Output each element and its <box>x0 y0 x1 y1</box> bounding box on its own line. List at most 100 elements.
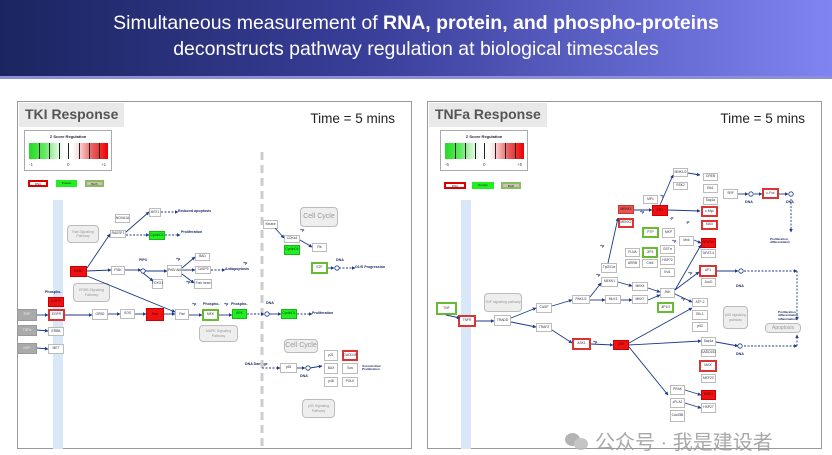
gene-node-grb2: GRB2 <box>92 309 108 320</box>
annotation-dna: DNA <box>336 258 344 262</box>
gene-node-flna: FLNA <box>625 248 640 257</box>
gene-node-elk1: Elk1 <box>703 184 718 193</box>
gene-node-jip3: JIP3 <box>642 247 658 258</box>
annotation-p: +p <box>176 257 181 261</box>
gene-node-p21: p21 <box>324 350 338 361</box>
pathway-box-p53-signaling-pathway: p53 Signaling Pathway <box>302 399 335 418</box>
gene-node-casp: CASP <box>536 303 552 313</box>
gene-node-hsp72: HSP72 <box>660 256 675 265</box>
gene-node-mek: MEK <box>202 309 219 321</box>
gene-node-gadd153: GADD153 <box>701 349 716 357</box>
gene-node-erbb2: ErbB2 <box>70 266 87 277</box>
legend-tag-rna: RNA <box>28 180 48 187</box>
pathway-box-mapk-signaling-pathway: MAPK Signaling Pathway <box>199 325 238 342</box>
gene-node-p53: p53 <box>692 322 708 332</box>
annotation-phospho: Phospho- <box>203 302 220 306</box>
title-emphasis: RNA, protein, and phospho-proteins <box>383 12 719 34</box>
gene-node-nfatc2: NFATc2 <box>701 238 716 248</box>
gene-node-jnk: JNK <box>660 288 675 298</box>
annotation-proliferation-differentiation-inflammation: Proliferation, differentiation, inflamma… <box>778 310 799 321</box>
legend-min: -5 <box>445 162 450 167</box>
gene-node-arrb: ARRB <box>625 259 640 268</box>
gene-node-mp1: MP1 <box>643 195 658 204</box>
legend-title: Z Score Regulation <box>49 134 87 139</box>
annotation-dna: DNA <box>300 374 308 378</box>
gene-node-mekk1: MEKK1 <box>618 205 634 214</box>
annotation-p: +p <box>660 194 665 198</box>
gene-node-sos: SOS <box>120 309 135 319</box>
gene-node-rassf1: RASSF1 <box>110 230 126 238</box>
annotation-uncontrolled-proliferation: Uncontrolled Proliferation <box>362 364 381 372</box>
gene-node-ras: Ras <box>146 308 164 321</box>
gene-node-prak: PRAK <box>670 385 685 395</box>
gene-node-noxa1a: NOXA1A <box>115 214 130 223</box>
gene-node-cyclind1: CyclinD1 <box>149 231 165 240</box>
gene-node-rb: Rb <box>312 243 327 252</box>
gene-node-nfat-4: NFAT-4 <box>701 249 716 258</box>
gene-node-creb: CREB <box>703 173 718 181</box>
gene-node-max: MAX <box>701 220 718 230</box>
annotation-proliferation: Proliferation <box>181 230 203 234</box>
gene-node-erk: ERK <box>652 205 668 216</box>
gene-node-tnf: TNF <box>436 302 457 315</box>
gene-node-met: MET <box>48 344 64 354</box>
gene-node-cyclind1: CyclinD1 <box>281 309 297 319</box>
pathway-box-cell-cycle: Cell Cycle <box>300 207 338 227</box>
annotation-dna: DNA <box>736 284 744 288</box>
legend-gradient <box>445 143 524 159</box>
annotation-p: +p <box>593 340 598 344</box>
gene-node-pi3k: PI3K <box>111 266 125 275</box>
gene-node-jund: JunD <box>701 278 716 287</box>
pathway-box-apoptosis: Apoptosis <box>765 323 801 333</box>
gene-node-mekk1: MEKK1 <box>601 277 618 287</box>
gene-node-rsk2: RSK2 <box>673 182 688 190</box>
gene-node-evi1: Evi1 <box>660 268 675 277</box>
legend-mid: 0 <box>67 162 70 167</box>
gene-node-p38: p38 <box>613 340 629 350</box>
gene-node-crkii: CrkII <box>642 259 658 268</box>
gene-node-tnfr: TNFR <box>458 315 476 327</box>
title-line-2: deconstructs pathway regulation at biolo… <box>173 38 659 60</box>
gene-node-egfr: EGFR <box>48 297 64 307</box>
gene-node-tradd: TRADD <box>494 315 511 326</box>
gene-node-erbb: ERBB <box>48 327 64 336</box>
annotation-dna-damage: DNA Damage <box>245 362 268 366</box>
legend-tag-rna: RNA <box>444 182 466 189</box>
gene-node-mkk4: MKK4 <box>632 282 648 291</box>
gene-node-sap1a: Sap1a <box>703 197 718 205</box>
gene-node-fork-head: Fork head <box>194 279 212 289</box>
gene-node-bad: BAD <box>195 253 210 261</box>
annotation-p: +p <box>192 302 197 306</box>
legend-gradient <box>29 143 108 159</box>
gene-node-mkk7: MKK7 <box>632 295 648 304</box>
gene-node-ap1: AP1 <box>699 265 717 277</box>
annotation-p: +p <box>600 244 605 248</box>
tnfa-response-panel: TNFa Response Time = 5 mins Z Score Regu… <box>427 101 822 449</box>
annotation-p: -p <box>686 220 690 224</box>
gene-node-traf2: TRAF2 <box>536 323 552 332</box>
gene-node-gst: GSTπ <box>660 245 675 254</box>
annotation-dna: DNA <box>786 200 794 204</box>
gene-node-srf: SRF <box>723 189 738 199</box>
pathway-box-ras-signaling-pathway: Ras Signaling Pathway <box>67 225 99 243</box>
gene-node-max: MAX <box>699 360 717 372</box>
title-line-1: Simultaneous measurement of RNA, protein… <box>0 12 832 35</box>
gene-node-hsp27: HSP27 <box>701 403 716 413</box>
annotation-proliferation-differentiation: Proliferation, differentiation <box>770 237 790 245</box>
gene-node-p48: p48 <box>324 377 338 387</box>
legend-tag-both: Both <box>85 180 104 187</box>
gene-node-atf-2: ATF-2 <box>692 298 708 307</box>
pathway-box-p53-signaling-pathway: p53 signaling pathway <box>723 306 748 329</box>
gene-node-pkb-akt: PKB/ Akt <box>167 265 182 277</box>
time-label: Time = 5 mins <box>720 111 805 126</box>
annotation-p: +p <box>672 239 677 243</box>
annotation-antiapoptosis: Antiapoptosis <box>225 267 249 271</box>
annotation-proliferation: Proliferation <box>312 311 334 315</box>
gene-node-mef2c: MEF2C <box>701 374 716 383</box>
gene-node-pak1-2: PAK1/2 <box>572 295 590 304</box>
gene-node-casp9: CASP9 <box>195 266 211 274</box>
gene-node-cdc25b: Cdc25B <box>670 410 685 422</box>
annotation-p: +p <box>186 280 191 284</box>
